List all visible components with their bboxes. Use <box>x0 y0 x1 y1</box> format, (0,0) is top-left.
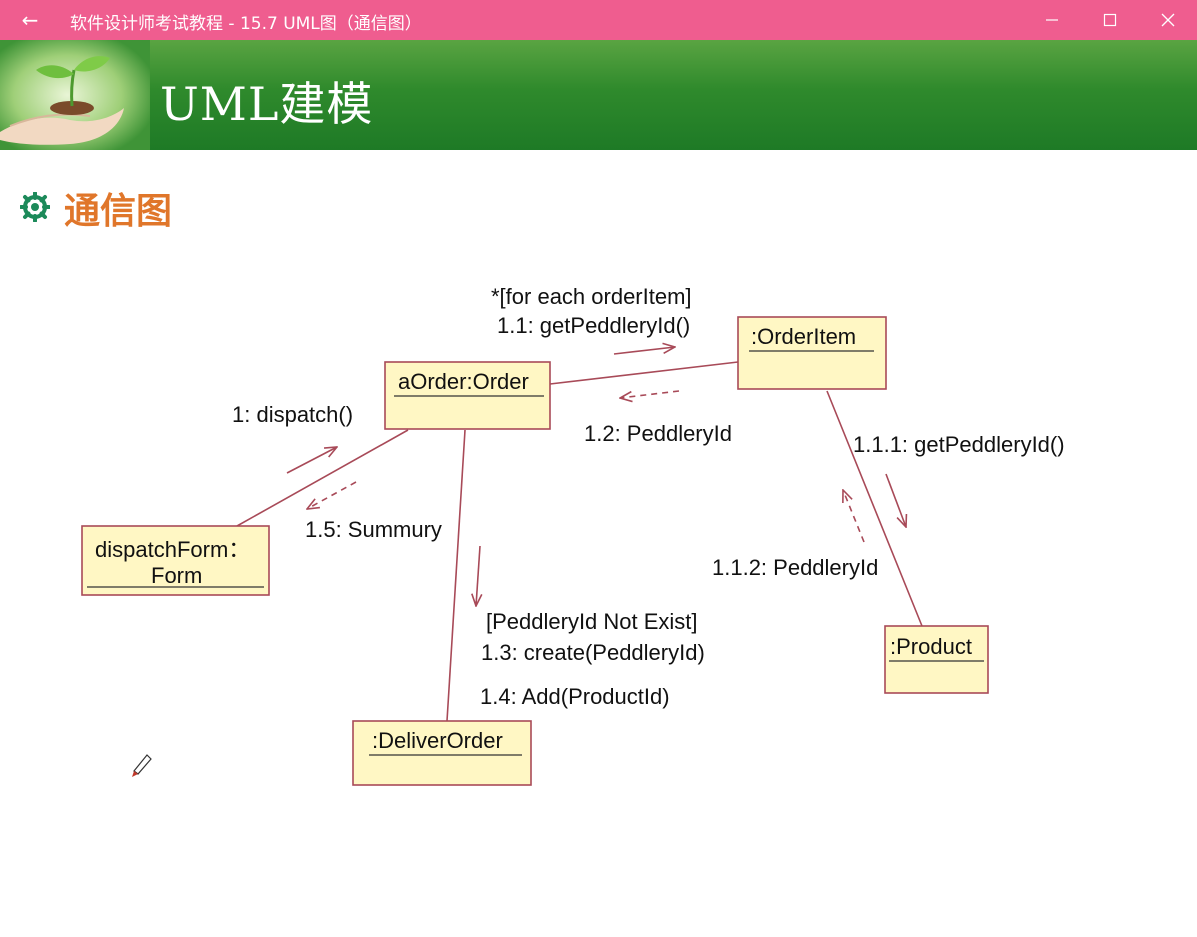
object-deliver-order-label: :DeliverOrder <box>372 728 503 753</box>
title-bar: ← 软件设计师考试教程 - 15.7 UML图（通信图） <box>0 0 1197 40</box>
message-for-each-guard: *[for each orderItem] <box>491 284 692 309</box>
arrow-product-peddlery-id-return <box>843 490 865 543</box>
slide-banner: UML建模 <box>0 40 1197 150</box>
arrow-peddlery-id-return <box>620 390 680 398</box>
object-order: aOrder:Order <box>384 361 551 430</box>
slide: UML建模 通信图 <box>0 40 1197 937</box>
seedling-hands-logo <box>0 40 150 150</box>
object-order-label: aOrder:Order <box>398 369 529 394</box>
minimize-icon <box>1046 19 1058 21</box>
close-icon <box>1161 13 1175 27</box>
section-title: 通信图 <box>64 191 173 232</box>
object-dispatch-form: dispatchForm： Form <box>81 525 270 596</box>
communication-diagram: aOrder:Order :OrderItem dispatchForm： Fo… <box>81 284 1065 786</box>
message-get-peddlery-id: 1.1: getPeddleryId() <box>497 313 690 338</box>
minimize-button[interactable] <box>1023 0 1081 40</box>
object-deliver-order: :DeliverOrder <box>352 720 532 786</box>
object-dispatch-form-label-line1: dispatchForm： <box>95 537 250 562</box>
message-product-get-peddlery-id: 1.1.1: getPeddleryId() <box>853 432 1065 457</box>
arrow-summury <box>307 481 357 509</box>
message-create: 1.3: create(PeddleryId) <box>481 640 705 665</box>
link-order-deliverorder <box>446 429 466 722</box>
arrow-product-get-peddlery-id <box>885 473 906 527</box>
link-form-order <box>236 429 409 527</box>
message-summury: 1.5: Summury <box>305 517 442 542</box>
pen-cursor-icon <box>132 754 152 777</box>
link-order-orderitem <box>549 361 739 385</box>
message-not-exist-guard: [PeddleryId Not Exist] <box>486 609 698 634</box>
banner-title: UML建模 <box>160 77 374 131</box>
message-add-product: 1.4: Add(ProductId) <box>480 684 670 709</box>
link-orderitem-product <box>826 390 923 627</box>
message-peddlery-id-return: 1.2: PeddleryId <box>584 421 732 446</box>
maximize-icon <box>1103 13 1117 27</box>
object-dispatch-form-label-line2: Form <box>151 563 202 588</box>
window-title: 软件设计师考试教程 - 15.7 UML图（通信图） <box>70 14 422 34</box>
back-button[interactable]: ← <box>14 6 46 34</box>
object-product: :Product <box>884 625 989 694</box>
message-dispatch: 1: dispatch() <box>232 402 353 427</box>
maximize-button[interactable] <box>1081 0 1139 40</box>
object-product-label: :Product <box>890 634 972 659</box>
object-order-item-label: :OrderItem <box>751 324 856 349</box>
arrow-create <box>476 545 480 606</box>
arrow-dispatch <box>286 447 337 474</box>
gear-bullet-icon <box>20 192 50 222</box>
arrow-get-peddlery-id <box>613 347 675 355</box>
arrow-left-icon: ← <box>21 8 39 32</box>
object-order-item: :OrderItem <box>737 316 887 390</box>
message-product-peddlery-id-return: 1.1.2: PeddleryId <box>712 555 878 580</box>
close-button[interactable] <box>1139 0 1197 40</box>
